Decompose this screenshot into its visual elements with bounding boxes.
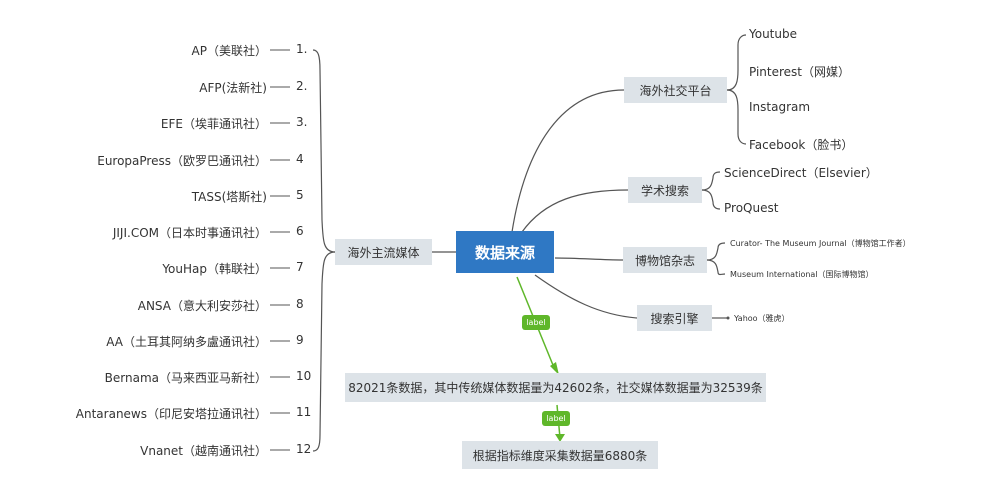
museum-item: Museum International（国际博物馆） [730, 270, 874, 279]
academic-item: ProQuest [724, 201, 779, 215]
media-item: Vnanet（越南通讯社） [140, 444, 267, 458]
central-node[interactable]: 数据来源 [456, 231, 554, 273]
museum-journal-node[interactable]: 博物馆杂志 [623, 247, 707, 273]
label-badge: label [542, 411, 570, 426]
media-item: AA（土耳其阿纳多盧通讯社） [106, 335, 267, 349]
media-item: JIJI.COM（日本时事通讯社） [112, 226, 267, 240]
media-number: 6 [296, 224, 304, 238]
final-node[interactable]: 根据指标维度采集数据量6880条 [462, 441, 658, 469]
social-item: Facebook（脸书） [749, 138, 854, 152]
social-item: Pinterest（网媒） [749, 65, 851, 79]
media-number: 10 [296, 369, 312, 383]
media-item: AFP(法新社) [199, 81, 267, 95]
social-item: Instagram [749, 100, 811, 114]
media-number: 12 [296, 442, 312, 456]
media-item: AP（美联社） [191, 44, 267, 58]
summary-node[interactable]: 82021条数据，其中传统媒体数据量为42602条，社交媒体数据量为32539条 [345, 373, 766, 402]
media-item: ANSA（意大利安莎社） [137, 299, 267, 313]
media-number: 11 [296, 405, 312, 419]
media-item: EuropaPress（欧罗巴通讯社） [97, 154, 267, 168]
media-number: 2. [296, 79, 308, 93]
media-item: YouHap（韩联社） [162, 262, 267, 276]
media-number: 3. [296, 115, 308, 129]
social-item: Youtube [749, 27, 797, 41]
academic-item: ScienceDirect（Elsevier） [724, 166, 878, 180]
museum-item: Curator- The Museum Journal（博物馆工作者） [730, 239, 911, 248]
media-number: 5 [296, 188, 304, 202]
media-number: 7 [296, 260, 304, 274]
media-item: TASS(塔斯社) [191, 190, 267, 204]
media-number: 1. [296, 42, 308, 56]
media-item: EFE（埃菲通讯社） [160, 117, 267, 131]
mainstream-media-node[interactable]: 海外主流媒体 [335, 239, 432, 265]
social-platform-node[interactable]: 海外社交平台 [624, 77, 727, 103]
media-number: 8 [296, 297, 304, 311]
media-item: Bernama（马来西亚马新社） [104, 371, 267, 385]
media-number: 9 [296, 333, 304, 347]
search-item: Yahoo（雅虎） [734, 314, 790, 323]
label-badge: label [522, 315, 550, 330]
academic-search-node[interactable]: 学术搜索 [628, 177, 702, 203]
media-item: Antaranews（印尼安塔拉通讯社） [75, 407, 267, 421]
media-number: 4 [296, 152, 304, 166]
search-engine-node[interactable]: 搜索引擎 [637, 305, 712, 331]
